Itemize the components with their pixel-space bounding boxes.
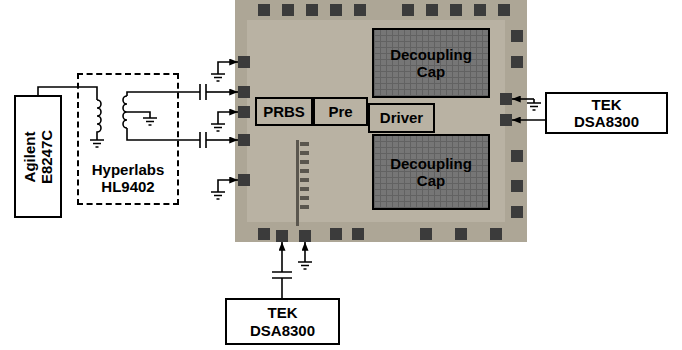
bond-pad	[258, 4, 270, 16]
ground-symbol	[211, 70, 225, 81]
bond-pad	[511, 150, 523, 162]
ladder-rung	[300, 142, 309, 146]
inductor-symbol	[123, 96, 127, 128]
box-label: TEK DSA8300	[565, 96, 649, 131]
signal-arrow	[206, 139, 238, 141]
bond-pad	[420, 228, 432, 240]
ladder-rung	[300, 178, 309, 182]
bond-pad	[450, 4, 462, 16]
ladder-rung	[300, 160, 309, 164]
ground-symbol	[90, 136, 104, 147]
die-photo	[235, 0, 527, 242]
bond-pads	[238, 4, 523, 242]
bond-pad	[511, 180, 523, 192]
capacitor-symbol	[200, 84, 206, 100]
signal-arrow	[512, 119, 545, 121]
bond-pad	[500, 93, 512, 105]
box-label: Driver	[380, 109, 423, 126]
wire	[281, 278, 283, 298]
ground-symbol	[143, 114, 157, 125]
circuit-block: PRBS	[255, 97, 313, 126]
ground-symbol	[298, 258, 312, 269]
ground-symbol	[211, 120, 225, 131]
ladder-rung	[300, 169, 309, 173]
box-label: Hyperlabs HL9402	[82, 161, 174, 196]
bond-pad	[511, 206, 523, 218]
bond-pad	[282, 4, 294, 16]
ground-symbol	[527, 99, 541, 110]
inductor-symbol	[97, 100, 101, 136]
bond-pad	[511, 30, 523, 42]
bond-pad	[238, 174, 250, 186]
ladder-rung	[300, 205, 309, 209]
instrument-box: TEK DSA8300	[225, 298, 340, 345]
ladder-rung	[300, 187, 309, 191]
bond-pad	[276, 230, 288, 242]
balun-box: Hyperlabs HL9402	[77, 73, 179, 205]
ground-symbol	[211, 188, 225, 199]
wire	[79, 87, 97, 100]
bond-pad	[258, 228, 270, 240]
bond-pad	[238, 86, 250, 98]
instrument-box: TEK DSA8300	[545, 92, 668, 135]
ladder-rung	[300, 151, 309, 155]
ground-arrow	[218, 62, 238, 70]
bond-pad	[238, 134, 250, 146]
bond-pad	[352, 228, 364, 240]
box-label: Decoupling Cap	[385, 46, 477, 81]
ground-arrow	[218, 112, 238, 120]
ladder-rung	[300, 196, 309, 200]
bond-pad	[330, 4, 342, 16]
bond-pad	[455, 228, 467, 240]
bond-pad	[238, 56, 250, 68]
circuit-block: Pre	[313, 97, 368, 126]
ladder-rail	[296, 140, 299, 226]
bond-pad	[498, 4, 510, 16]
bond-pad	[354, 4, 366, 16]
capacitor-symbol	[272, 272, 292, 278]
ladder-structure	[296, 140, 309, 226]
box-label: Pre	[328, 103, 352, 120]
ground-arrow	[304, 242, 306, 258]
ground-arrow	[218, 180, 238, 188]
box-label: PRBS	[263, 103, 305, 120]
box-label: Agilent E8247C	[21, 120, 56, 194]
bond-pad	[511, 56, 523, 68]
die-core	[247, 20, 505, 222]
cable-line	[38, 87, 77, 95]
box-label: Decoupling Cap	[385, 155, 477, 190]
circuit-block: Driver	[368, 103, 435, 133]
wire	[127, 92, 200, 96]
signal-arrow	[206, 91, 238, 93]
center-tap-wire	[127, 112, 150, 114]
bond-pad	[402, 4, 414, 16]
bond-pad	[299, 230, 311, 242]
wire	[127, 128, 200, 140]
bond-pad	[238, 106, 250, 118]
bond-pad	[426, 4, 438, 16]
bond-pad	[500, 114, 512, 126]
decoupling-cap: Decoupling Cap	[372, 134, 490, 210]
bond-pad	[474, 4, 486, 16]
decoupling-cap: Decoupling Cap	[372, 28, 490, 98]
bond-pad	[490, 228, 502, 240]
signal-arrow	[281, 242, 283, 272]
ground-arrow	[512, 98, 534, 100]
bond-pad	[306, 4, 318, 16]
bond-pad	[330, 228, 342, 240]
instrument-box: Agilent E8247C	[14, 95, 62, 218]
box-label: TEK DSA8300	[241, 304, 325, 339]
capacitor-symbol	[200, 132, 206, 148]
